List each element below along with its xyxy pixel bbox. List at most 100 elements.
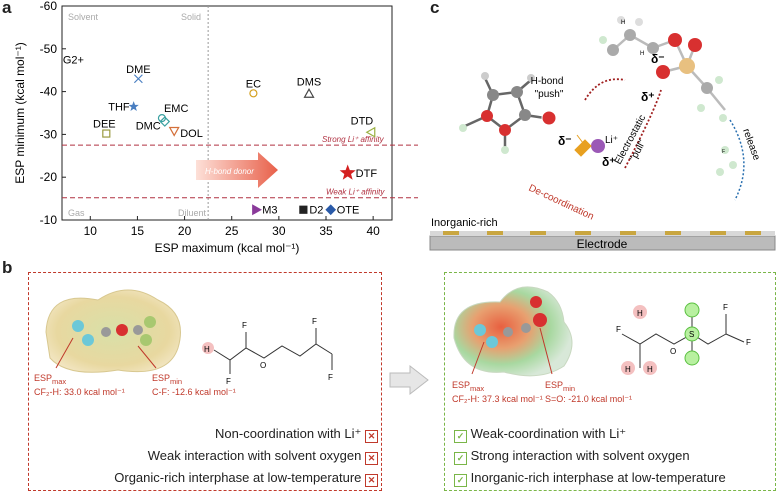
point-ec [249, 89, 258, 98]
push-arrow [584, 78, 626, 101]
point-label-emc: EMC [164, 103, 189, 115]
y-tick-label: -30 [40, 127, 58, 141]
mechanism-diagram: Electrode Inorganic-rich δ⁻ Li⁺ δ⁺ De-co… [429, 16, 776, 251]
li-label: Li⁺ [605, 135, 618, 146]
point-dmc [159, 116, 171, 127]
esp-max-pointer [471, 341, 485, 375]
h-atom-1: H [621, 20, 625, 26]
delta-plus-dtf: δ⁺ [641, 90, 655, 104]
dtf-f3: F [746, 338, 751, 347]
ote-f4: F [328, 373, 333, 382]
point-label-ec: EC [246, 78, 261, 90]
esp-min-pointer [539, 327, 553, 375]
panel-label-b: b [2, 258, 13, 277]
panel-label-c: c [430, 0, 440, 17]
y-tick-label: -40 [40, 85, 58, 99]
dtf-h2: H [625, 365, 631, 374]
dtf-h3: H [647, 365, 653, 374]
esp-surface-ote [45, 289, 181, 373]
region-solvent: Solvent [68, 12, 99, 22]
y-tick-label: -60 [40, 0, 58, 13]
esp-max-pointer [55, 337, 74, 369]
plot-frame [61, 5, 393, 221]
region-gas: Gas [68, 208, 85, 218]
weak-affinity-label: Weak Li⁺ affinity [326, 188, 385, 197]
y-axis-label: ESP minimum (kcal mol⁻¹) [13, 42, 27, 183]
pull-arrow [624, 89, 662, 169]
electrode-label: Electrode [577, 237, 628, 251]
point-dtd [365, 126, 376, 138]
li-ion [591, 139, 605, 153]
point-label-dme: DME [126, 64, 150, 76]
point-d2 [299, 205, 308, 214]
point-label-g2plus: G2+ [63, 55, 84, 67]
ote-f3: F [312, 317, 317, 326]
point-dms [303, 88, 315, 98]
ote-o: O [260, 361, 266, 370]
point-dee [102, 129, 111, 138]
point-m3 [252, 204, 262, 216]
ote-feature-1: Non-coordination with Li⁺ ✕ [215, 426, 378, 443]
dtf-feature-1: ✓ Weak-coordination with Li⁺ [454, 426, 626, 443]
delta-minus-dtf: δ⁻ [651, 52, 665, 66]
esp-surface-dtf [453, 286, 573, 377]
point-dtf [339, 164, 356, 180]
inorganic-layer [430, 231, 775, 236]
dtf-structure: H H H F O S F F [453, 286, 751, 377]
point-label-dol: DOL [180, 128, 203, 140]
y-tick-label: -20 [40, 170, 58, 184]
strong-affinity-label: Strong Li⁺ affinity [322, 135, 385, 144]
point-dol [168, 126, 180, 137]
cross-icon: ✕ [365, 474, 378, 487]
dtf-s: S [689, 330, 694, 339]
dtf-f1: F [616, 325, 621, 334]
esp-min-pointer [137, 345, 157, 369]
check-icon: ✓ [454, 474, 467, 487]
ote-f1: F [226, 377, 231, 386]
region-diluent: Diluent [178, 208, 207, 218]
check-icon: ✓ [454, 430, 467, 443]
x-tick-label: 35 [319, 224, 333, 238]
ote-f2: F [242, 321, 247, 330]
f-atom-release: F [722, 149, 725, 155]
x-tick-label: 10 [84, 224, 98, 238]
region-solid: Solid [181, 12, 201, 22]
point-label-dee: DEE [93, 119, 116, 131]
panel-label-a: a [2, 0, 12, 17]
ote-h: H [204, 345, 210, 354]
hbond-donor-arrow [196, 152, 278, 188]
point-ote [325, 204, 337, 216]
point-label-ote: OTE [337, 205, 360, 217]
box-dtf [444, 272, 776, 491]
y-tick-label: -50 [40, 42, 58, 56]
x-tick-label: 15 [131, 224, 145, 238]
arrow-label: H-bond donor [205, 167, 254, 176]
h-atom-2: H [640, 51, 644, 57]
dtf-feature-3: ✓ Inorganic-rich interphase at low-tempe… [454, 470, 726, 487]
point-label-d2: D2 [309, 205, 323, 217]
point-label-dtd: DTD [351, 115, 374, 127]
cross-icon: ✕ [365, 430, 378, 443]
dtf-o: O [670, 347, 676, 356]
ote-feature-3: Organic-rich interphase at low-temperatu… [114, 470, 378, 487]
point-label-thf: THF [108, 102, 130, 114]
dtf-f2: F [723, 303, 728, 312]
check-icon: ✓ [454, 452, 467, 465]
delta-minus-ec: δ⁻ [558, 134, 572, 148]
y-tick-label: -10 [40, 213, 58, 227]
ote-feature-2: Weak interaction with solvent oxygen ✕ [148, 448, 378, 465]
point-label-dms: DMS [297, 77, 321, 89]
ote-structure: H F F O F F [45, 289, 333, 386]
push-label: "push" [535, 89, 564, 100]
release-arrow [729, 119, 745, 201]
x-tick-label: 20 [178, 224, 192, 238]
delta-plus-li: δ⁺ [602, 155, 616, 169]
hbond-label: H-bond [531, 76, 564, 87]
scissors-icon [574, 134, 592, 157]
dtf-h1: H [637, 309, 643, 318]
